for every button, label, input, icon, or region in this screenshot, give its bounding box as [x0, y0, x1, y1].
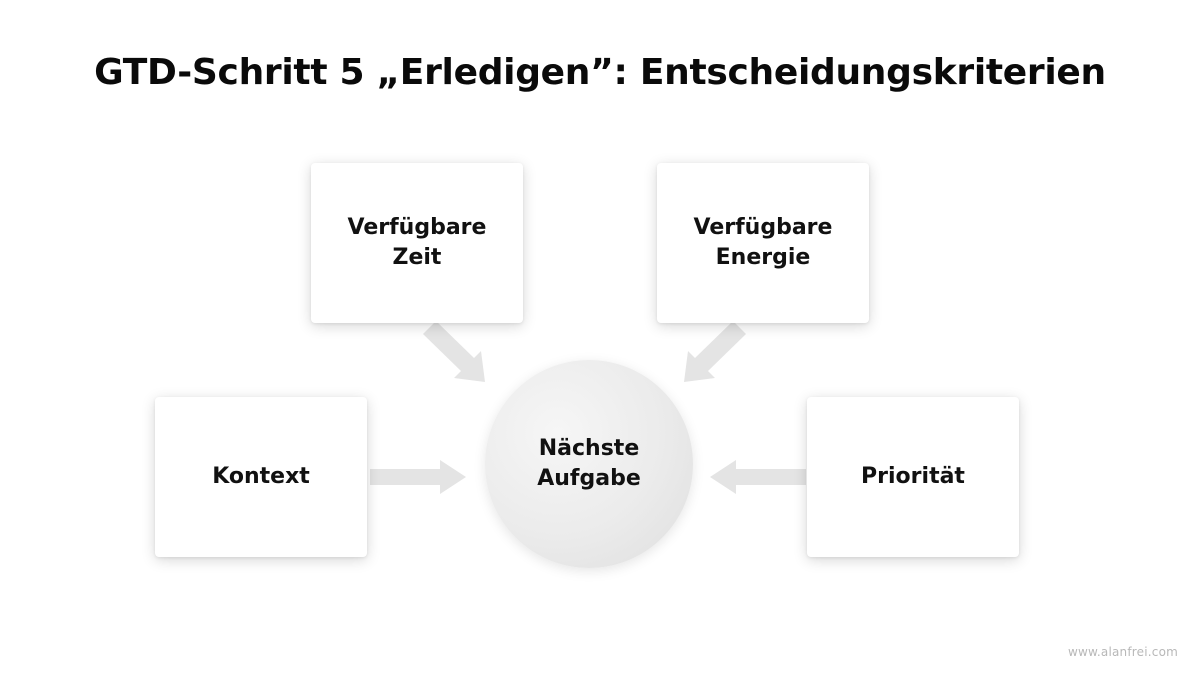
criterion-box-time: Verfügbare Zeit — [311, 163, 523, 323]
criterion-box-energy: Verfügbare Energie — [657, 163, 869, 323]
criterion-box-context: Kontext — [155, 397, 367, 557]
next-task-circle: Nächste Aufgabe — [485, 360, 693, 568]
arrow-priority-to-task — [710, 460, 806, 494]
criterion-box-priority: Priorität — [807, 397, 1019, 557]
diagram-title: GTD-Schritt 5 „Erledigen”: Entscheidungs… — [94, 52, 1106, 93]
arrow-context-to-task — [370, 460, 466, 494]
next-task-label: Nächste Aufgabe — [537, 436, 641, 491]
criterion-label-energy: Verfügbare Energie — [693, 215, 833, 270]
arrow-time-to-task — [423, 321, 485, 382]
arrow-energy-to-task — [684, 321, 746, 382]
criterion-label-context: Kontext — [212, 464, 310, 489]
criterion-label-priority: Priorität — [861, 464, 965, 489]
criterion-label-time: Verfügbare Zeit — [347, 215, 487, 270]
watermark: www.alanfrei.com — [1067, 645, 1178, 659]
